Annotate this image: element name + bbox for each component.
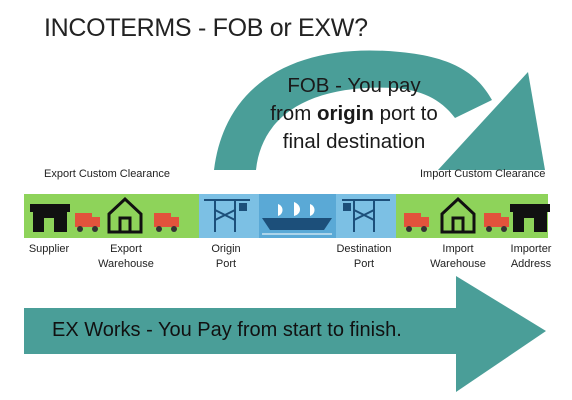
truck-icon — [404, 213, 429, 232]
location-importer-address: Importer Address — [510, 243, 552, 270]
location-origin-port: Origin Port — [211, 243, 241, 270]
fob-line-1: FOB - You pay — [287, 74, 421, 97]
import-clearance-label: Import Custom Clearance — [420, 168, 546, 180]
fob-line-2: from origin port to — [270, 102, 438, 125]
port-crane-icon — [204, 199, 250, 232]
location-export-warehouse: Export Warehouse — [98, 243, 154, 270]
truck-icon — [484, 213, 509, 232]
port-crane-icon — [342, 199, 390, 232]
location-supplier: Supplier — [28, 243, 70, 255]
shop-icon — [510, 204, 550, 232]
exw-description: EX Works - You Pay from start to finish. — [52, 319, 402, 341]
location-import-warehouse: Import Warehouse — [430, 243, 486, 270]
truck-icon — [75, 213, 100, 232]
page-title: INCOTERMS - FOB or EXW? — [44, 14, 368, 42]
shop-icon — [30, 204, 70, 232]
warehouse-icon — [107, 196, 143, 234]
ship-icon — [262, 202, 332, 235]
fob-line-3: final destination — [282, 130, 426, 153]
fob-curved-arrow — [214, 50, 545, 170]
warehouse-icon — [440, 196, 476, 234]
location-destination-port: Destination Port — [336, 243, 392, 270]
truck-icon — [154, 213, 179, 232]
fob-description: FOB - You pay from origin port to final … — [254, 72, 454, 156]
export-clearance-label: Export Custom Clearance — [44, 168, 170, 180]
exw-straight-arrow — [24, 276, 546, 392]
fob-origin-emphasis: origin — [316, 102, 374, 125]
